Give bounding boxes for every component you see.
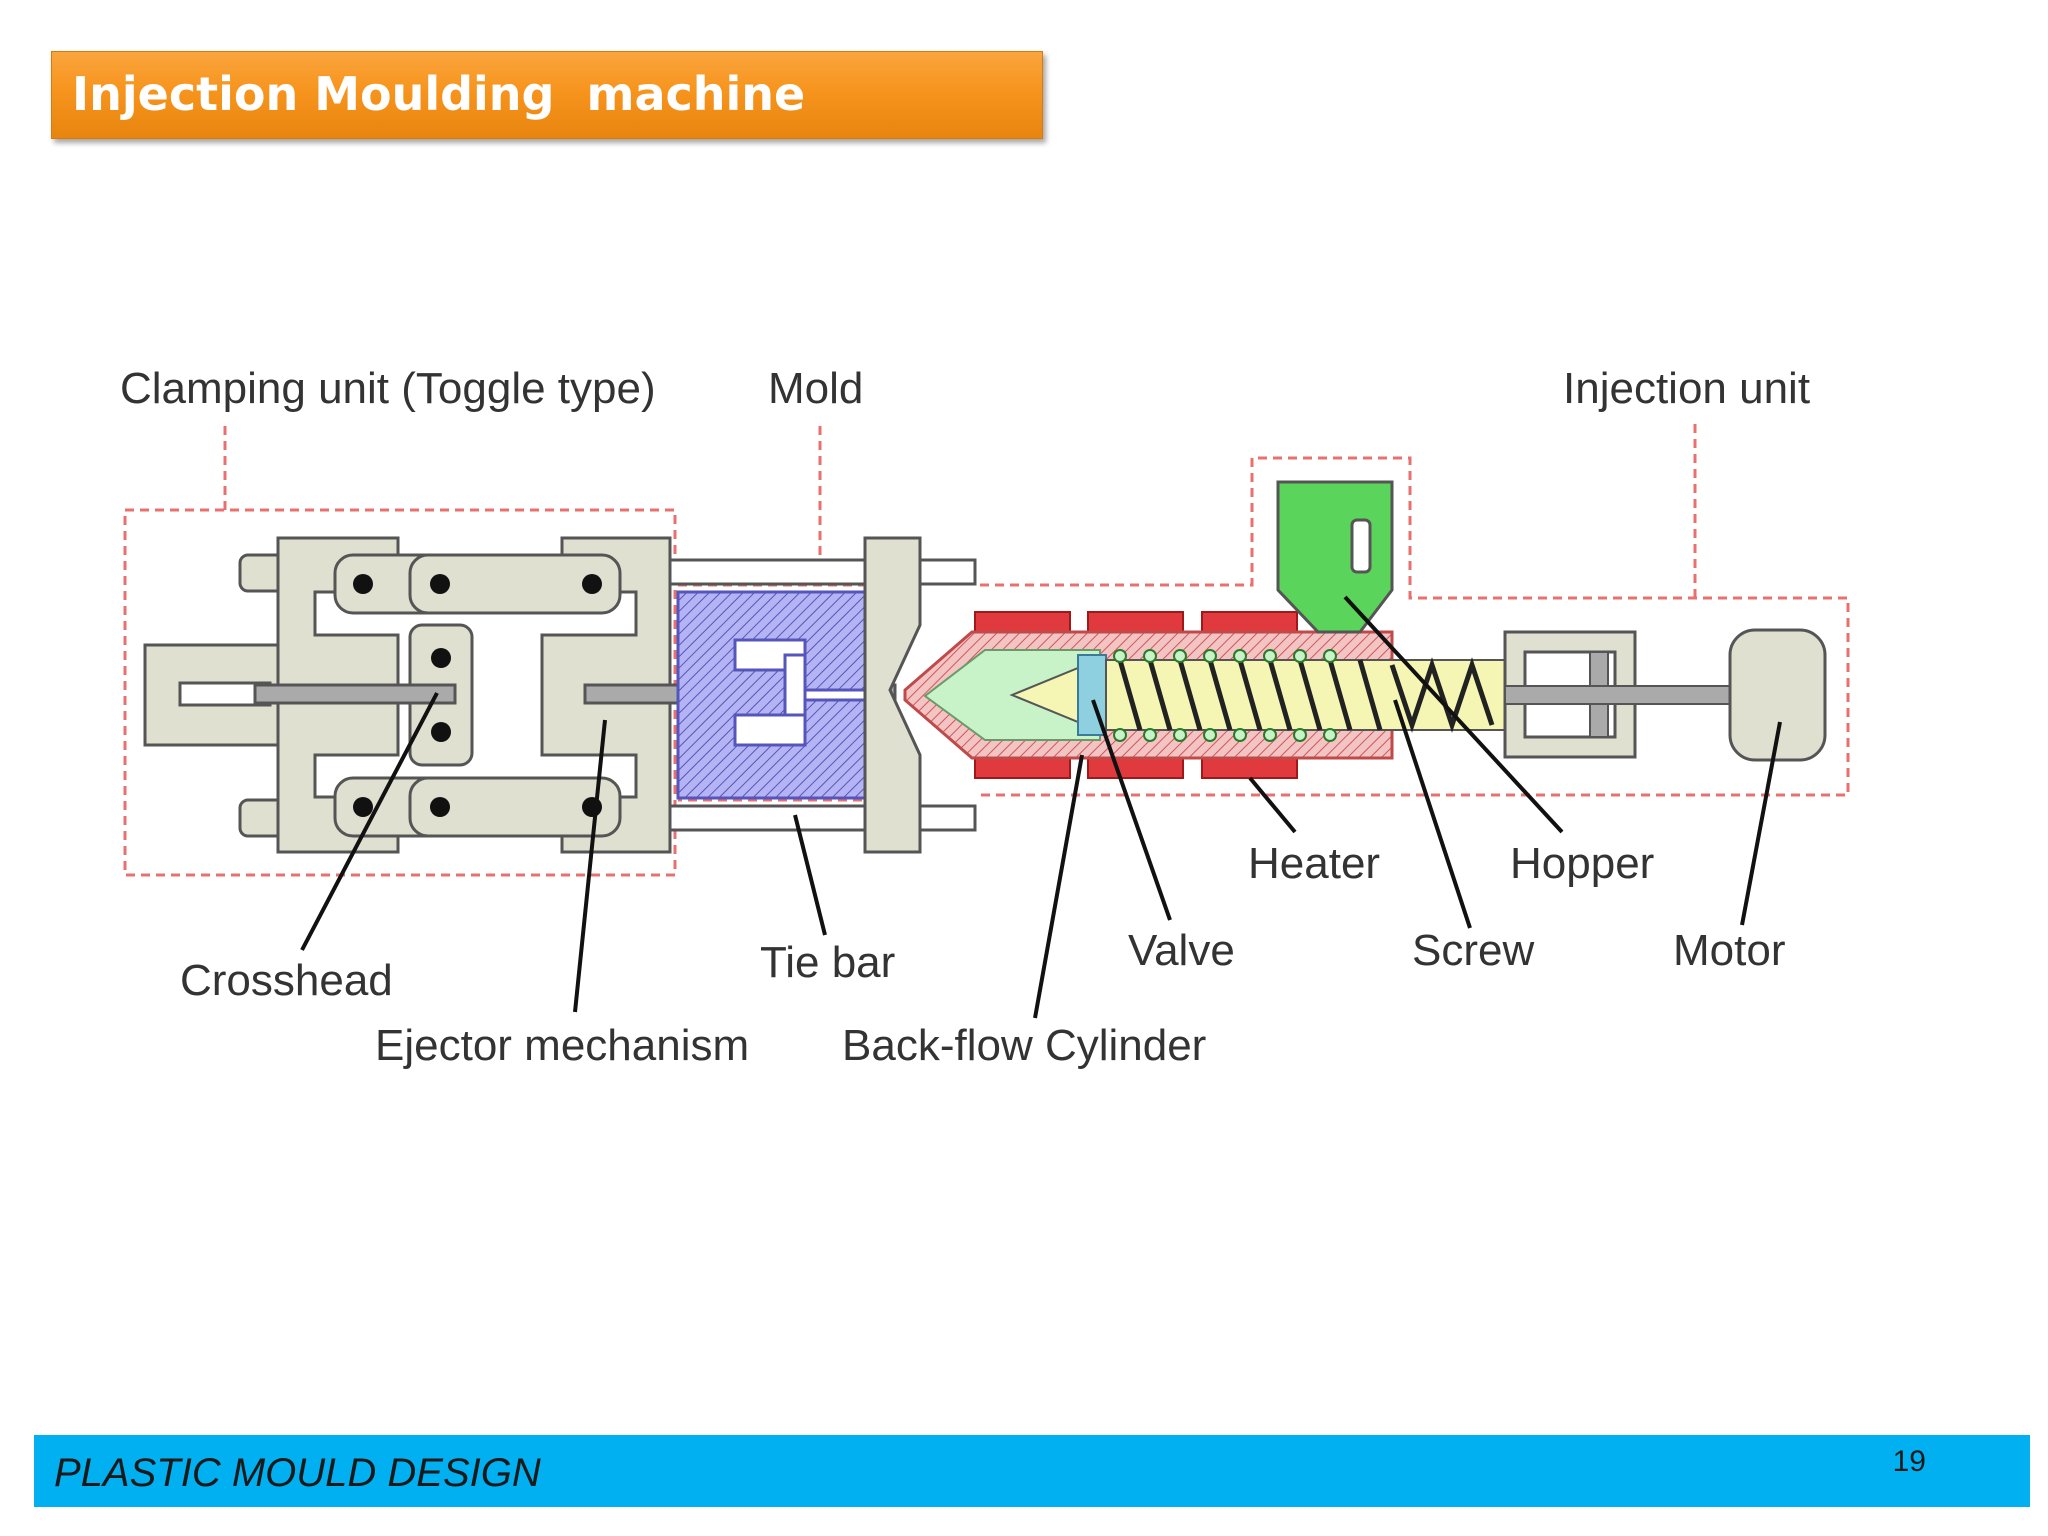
label-clamping-unit: Clamping unit (Toggle type) bbox=[120, 364, 656, 413]
label-screw: Screw bbox=[1412, 926, 1534, 975]
top-link-right bbox=[408, 553, 622, 615]
slide-title: Injection Moulding machine bbox=[72, 67, 806, 121]
footer-course-title: PLASTIC MOULD DESIGN bbox=[54, 1451, 541, 1495]
leader-lines bbox=[300, 595, 1782, 1019]
actuating-rod bbox=[253, 683, 457, 705]
back-flow-cylinder-leader bbox=[1033, 754, 1084, 1019]
heater-leader bbox=[1248, 776, 1297, 834]
tie-bar-leader bbox=[793, 814, 827, 936]
label-motor: Motor bbox=[1673, 926, 1785, 975]
heater-bands bbox=[974, 611, 1298, 779]
mold-cavity-bottom bbox=[733, 713, 807, 747]
label-crosshead: Crosshead bbox=[180, 956, 393, 1005]
mold bbox=[676, 590, 877, 800]
page-number: 19 bbox=[1892, 1445, 1926, 1478]
label-valve: Valve bbox=[1128, 926, 1235, 975]
motor-block bbox=[1728, 628, 1827, 762]
screw-flights bbox=[1117, 657, 1495, 733]
hopper-leader bbox=[1343, 595, 1564, 834]
injection-unit bbox=[903, 480, 1827, 779]
drive-shaft bbox=[1504, 685, 1736, 705]
label-back-flow-cylinder: Back-flow Cylinder bbox=[842, 1021, 1206, 1070]
label-mold: Mold bbox=[768, 364, 863, 413]
label-heater: Heater bbox=[1248, 839, 1380, 888]
motor-leader bbox=[1740, 721, 1782, 926]
valve-leader bbox=[1091, 699, 1172, 921]
injection-unit-boundary bbox=[980, 456, 1850, 797]
title-bar: Injection Moulding machine bbox=[51, 51, 1043, 139]
label-hopper: Hopper bbox=[1510, 839, 1654, 888]
screw-body bbox=[1105, 659, 1507, 731]
ejector-leader bbox=[573, 719, 607, 1013]
fixed-platen bbox=[863, 536, 977, 854]
label-tie-bar: Tie bar bbox=[760, 938, 895, 987]
clamping-unit-boundary bbox=[123, 508, 677, 877]
screw-leader bbox=[1393, 699, 1472, 929]
bottom-link-right bbox=[408, 776, 622, 838]
plastic-granules bbox=[1113, 649, 1337, 742]
hopper-window bbox=[1350, 518, 1372, 574]
label-ejector-mechanism: Ejector mechanism bbox=[375, 1021, 749, 1070]
footer-bar: PLASTIC MOULD DESIGN 19 bbox=[34, 1435, 2030, 1507]
hopper bbox=[1276, 480, 1394, 634]
clamping-unit bbox=[143, 536, 897, 854]
crosshead-leader bbox=[300, 692, 439, 951]
label-injection-unit: Injection unit bbox=[1563, 364, 1810, 413]
